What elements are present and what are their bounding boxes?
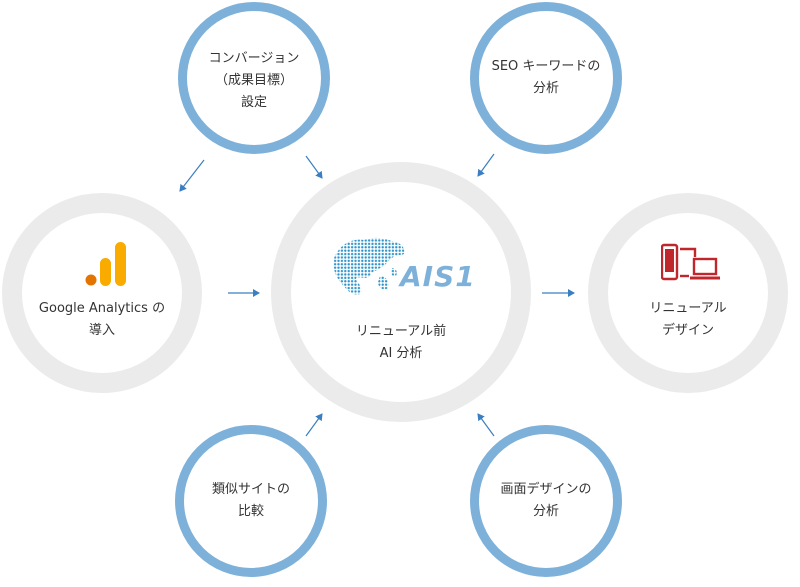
arrow-conversion-to-analytics <box>179 159 205 192</box>
label-line: 分析 <box>532 504 559 519</box>
node-screen-design-label: 画面デザインの 分析 <box>470 479 622 523</box>
node-renewal-design-label: リニューアル デザイン <box>588 298 788 342</box>
node-similar-site-label: 類似サイトの 比較 <box>175 479 327 523</box>
arrow-similar-to-center <box>305 413 323 437</box>
label-line: 比較 <box>237 504 264 519</box>
label-line: デザイン <box>661 323 714 338</box>
label-line: SEO キーワードの <box>491 59 601 74</box>
label-line: Google Analytics の <box>38 301 166 316</box>
label-line: （成果目標） <box>214 73 293 88</box>
node-renewal-design <box>588 193 788 393</box>
google-analytics-icon <box>85 242 126 286</box>
label-line: リニューアル <box>649 301 727 316</box>
label-line: 分析 <box>532 81 559 96</box>
arrow-seo-to-center <box>477 153 495 177</box>
node-ais1-analysis-label: リニューアル前 AI 分析 <box>271 321 531 365</box>
node-screen-design <box>470 425 622 577</box>
arrow-conversion-to-center <box>305 155 323 179</box>
node-conversion-setting-label: コンバージョン （成果目標） 設定 <box>178 48 330 114</box>
label-line: 導入 <box>88 323 115 338</box>
devices-icon <box>661 243 720 281</box>
label-line: 類似サイトの <box>211 482 290 497</box>
label-line: 設定 <box>240 95 267 110</box>
label-line: コンバージョン <box>208 51 300 66</box>
node-conversion-setting <box>178 2 330 154</box>
label-line: 画面デザインの <box>500 482 592 497</box>
arrow-design-to-center <box>477 413 495 437</box>
node-similar-site <box>175 425 327 577</box>
globe-icon <box>333 237 405 295</box>
label-line: リニューアル前 <box>355 324 447 339</box>
node-seo-keyword-label: SEO キーワードの 分析 <box>470 56 622 100</box>
ais1-logo-text: AIS1 <box>400 260 476 293</box>
node-google-analytics-label: Google Analytics の 導入 <box>2 298 202 342</box>
label-line: AI 分析 <box>379 346 423 361</box>
node-seo-keyword <box>470 2 622 154</box>
